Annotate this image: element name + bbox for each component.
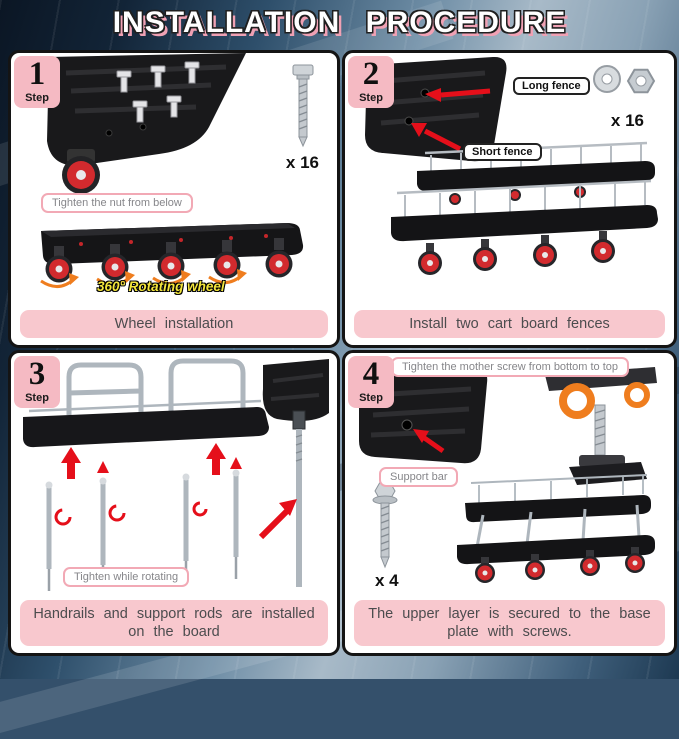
handrail-icons [66,358,246,415]
step-caption: Handrails and support rods are installed… [20,599,328,646]
tighten-note: Tighten the mother screw from bottom to … [391,357,630,377]
tighten-note: Tighten the nut from below [41,193,193,213]
step-number: 2 [362,56,380,92]
step-badge: 4 Step [348,356,394,408]
upper-layer-installation-illustration [358,367,657,583]
board-corner-underside [47,53,246,194]
double-layer-cart [457,474,655,583]
bolt-icons [116,61,200,123]
fenced-cart-large [391,179,658,275]
step-number: 4 [362,356,380,392]
step-caption: Wheel installation [20,309,328,338]
board-corner-fence-holes [365,56,507,162]
quantity-label: x 16 [285,153,319,172]
step-panel-3: 3 Step [8,350,340,656]
fence-installation-illustration [365,56,658,275]
step-caption: The upper layer is secured to the base p… [354,599,665,646]
quantity-label: x 4 [375,571,399,590]
step-caption: Install two cart board fences [354,309,665,338]
step-badge: 2 Step [348,56,394,108]
handrail-installation-illustration [23,358,329,591]
caster-wheel-icon [62,149,100,194]
short-fence-label: Short fence [463,143,542,161]
step-panel-2: 2 Step [342,50,677,348]
long-screw-icon [372,481,398,569]
step-label: Step [25,92,49,104]
page-title: INSTALLATION PROCEDURE [112,6,567,39]
step-number: 3 [28,356,46,392]
support-bar-label: Support bar [379,467,459,487]
rod-connection-closeup [258,359,329,587]
tighten-note: Tighten while rotating [63,567,190,587]
nut-icon [626,68,656,94]
caster-wheel-row [40,238,293,288]
red-arrow-icons [411,88,491,152]
step-badge: 1 Step [14,56,60,108]
long-fence-label: Long fence [513,77,590,95]
screw-icon [292,64,314,148]
cart-board [23,399,269,448]
step-label: Step [359,92,383,104]
step-panel-4: 4 Step [342,350,677,656]
screw-mechanism-closeup [545,367,657,485]
quantity-label: x 16 [610,111,644,130]
step-label: Step [25,392,49,404]
rotating-wheel-label: 360° Rotating wheel [97,279,225,294]
clip-hook-icons [54,501,208,526]
step-number: 1 [28,56,46,92]
red-up-arrow-icons [61,443,226,479]
wheel-installation-illustration [40,53,314,288]
support-rod-icons [45,457,242,591]
fenced-cart-small [417,141,655,205]
washer-icon [593,65,621,93]
step-panel-1: 1 Step [8,50,340,348]
step-badge: 3 Step [14,356,60,408]
step-label: Step [359,392,383,404]
